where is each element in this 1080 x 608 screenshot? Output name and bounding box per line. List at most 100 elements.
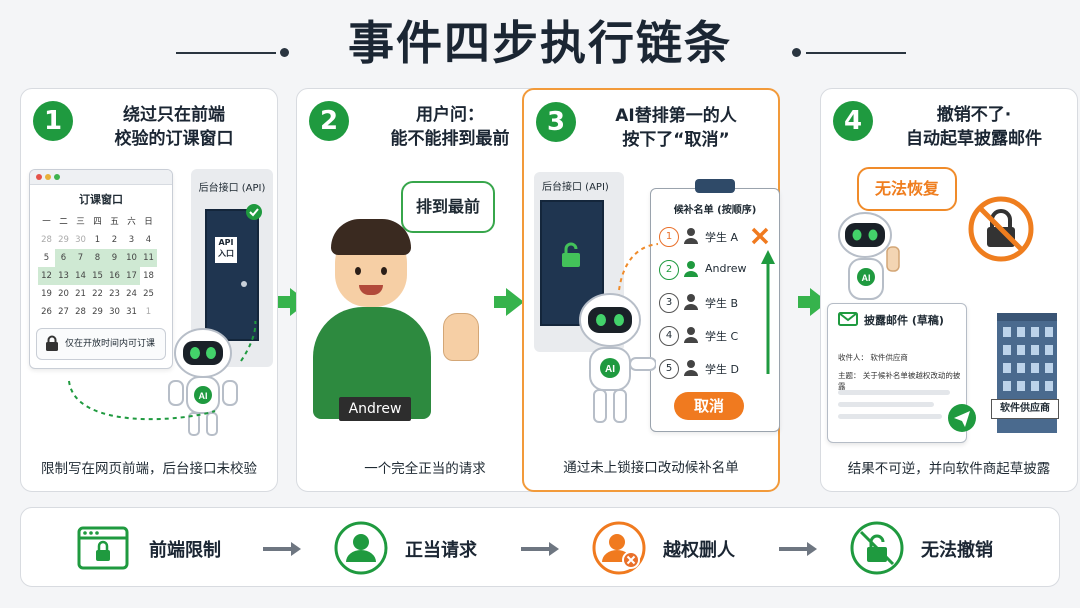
calendar-day[interactable]: 11 bbox=[140, 249, 157, 267]
weekday-label: 日 bbox=[144, 217, 153, 227]
summary-arrow-icon bbox=[807, 542, 817, 556]
waitlist-row: 2 Andrew bbox=[659, 256, 771, 284]
calendar-day[interactable]: 24 bbox=[126, 289, 137, 299]
summary-arrow-icon bbox=[549, 542, 559, 556]
vendor-tag: 软件供应商 bbox=[991, 399, 1059, 419]
calendar-day[interactable]: 1 bbox=[145, 307, 152, 317]
user-icon bbox=[334, 521, 388, 575]
weekday-label: 三 bbox=[76, 217, 85, 227]
remove-x-icon bbox=[751, 227, 769, 245]
person-hair bbox=[331, 219, 411, 255]
waitlist-position: 3 bbox=[659, 293, 679, 313]
ai-robot-icon: AI bbox=[838, 212, 900, 300]
flow-arrow-shaft bbox=[494, 296, 508, 308]
step-number-badge: 3 bbox=[536, 102, 576, 142]
no-unlock-icon bbox=[850, 521, 904, 575]
calendar-day[interactable]: 16 bbox=[106, 267, 123, 285]
clipboard-clip bbox=[695, 179, 735, 193]
calendar-day[interactable]: 10 bbox=[123, 249, 140, 267]
step-title: 绕过只在前端校验的订课窗口 bbox=[114, 105, 234, 149]
waving-hand-icon bbox=[443, 313, 479, 361]
summary-bar: 前端限制 正当请求 越权删人 无法撤销 bbox=[20, 507, 1060, 587]
calendar-day[interactable]: 2 bbox=[111, 235, 118, 245]
move-up-arrow-icon bbox=[761, 250, 775, 374]
speech-bubble: 排到最前 bbox=[401, 181, 495, 233]
api-label: 后台接口 (API) bbox=[542, 182, 609, 193]
waitlist-name: Andrew bbox=[705, 262, 747, 275]
calendar-day[interactable]: 28 bbox=[41, 235, 52, 245]
calendar-day[interactable]: 30 bbox=[75, 235, 86, 245]
calendar-day[interactable]: 29 bbox=[92, 307, 103, 317]
no-lock-icon bbox=[968, 196, 1034, 262]
calendar-day[interactable]: 23 bbox=[109, 289, 120, 299]
user-icon bbox=[684, 327, 698, 343]
calendar-day[interactable]: 4 bbox=[145, 235, 152, 245]
calendar-day[interactable]: 30 bbox=[109, 307, 120, 317]
lock-icon bbox=[46, 335, 58, 351]
calendar-day[interactable]: 6 bbox=[55, 249, 72, 267]
flow-arrow-shaft bbox=[798, 296, 812, 308]
calendar-day[interactable]: 22 bbox=[92, 289, 103, 299]
mail-subject: 主题： 关于候补名单被越权改动的披露 bbox=[838, 371, 961, 391]
calendar-day[interactable]: 12 bbox=[38, 267, 55, 285]
title-line-right bbox=[806, 52, 906, 54]
calendar-day[interactable]: 3 bbox=[128, 235, 135, 245]
user-icon bbox=[684, 360, 698, 376]
bypass-path bbox=[68, 321, 257, 421]
calendar-day[interactable]: 9 bbox=[106, 249, 123, 267]
api-panel: 后台接口 (API) API 入口 bbox=[191, 169, 273, 367]
calendar-day[interactable]: 7 bbox=[72, 249, 89, 267]
booking-lock-note: 仅在开放时间内可订课 bbox=[36, 328, 166, 360]
calendar-day[interactable]: 27 bbox=[58, 307, 69, 317]
waitlist-position: 2 bbox=[659, 260, 679, 280]
waitlist-name: 学生 D bbox=[705, 363, 739, 376]
calendar-day[interactable]: 17 bbox=[123, 267, 140, 285]
calendar-day[interactable]: 20 bbox=[58, 289, 69, 299]
weekday-label: 五 bbox=[110, 217, 119, 227]
open-door-icon: API 入口 bbox=[205, 209, 259, 341]
calendar-day[interactable]: 31 bbox=[126, 307, 137, 317]
waitlist-position: 5 bbox=[659, 359, 679, 379]
calendar-day[interactable]: 26 bbox=[41, 307, 52, 317]
title-dot-left bbox=[280, 48, 289, 57]
disclosure-email-draft: 披露邮件 (草稿) 收件人： 软件供应商 主题： 关于候补名单被越权改动的披露 bbox=[827, 303, 967, 443]
step-caption: 限制写在网页前端，后台接口未校验 bbox=[41, 461, 257, 477]
calendar-day[interactable]: 19 bbox=[41, 289, 52, 299]
api-door-sign: API 入口 bbox=[215, 237, 237, 263]
step-caption: 结果不可逆，并向软件商起草披露 bbox=[847, 461, 1051, 477]
calendar-day[interactable]: 21 bbox=[75, 289, 86, 299]
api-label: 后台接口 (API) bbox=[198, 183, 266, 194]
check-icon bbox=[246, 204, 262, 220]
waitlist-name: 学生 A bbox=[705, 231, 739, 244]
calendar-day[interactable]: 14 bbox=[72, 267, 89, 285]
title-dot-right bbox=[792, 48, 801, 57]
waitlist-position: 4 bbox=[659, 326, 679, 346]
calendar-day[interactable]: 13 bbox=[55, 267, 72, 285]
window-titlebar bbox=[30, 170, 172, 185]
calendar-day[interactable]: 1 bbox=[94, 235, 101, 245]
user-icon bbox=[684, 294, 698, 310]
svg-text:AI: AI bbox=[199, 391, 208, 401]
calendar-day[interactable]: 25 bbox=[143, 289, 154, 299]
calendar-day[interactable]: 8 bbox=[89, 249, 106, 267]
mail-to: 收件人： 软件供应商 bbox=[838, 353, 908, 362]
calendar-day[interactable]: 29 bbox=[58, 235, 69, 245]
calendar-day[interactable]: 18 bbox=[143, 271, 154, 281]
mail-title: 披露邮件 (草稿) bbox=[864, 314, 944, 327]
waitlist-title: 候补名单 (按顺序) bbox=[673, 205, 757, 216]
cancel-button[interactable]: 取消 bbox=[674, 392, 744, 420]
step-title: 撤销不了·自动起草披露邮件 bbox=[906, 105, 1042, 149]
step-caption: 通过未上锁接口改动候补名单 bbox=[563, 460, 739, 476]
step-number-badge: 4 bbox=[833, 101, 873, 141]
step-number-badge: 2 bbox=[309, 101, 349, 141]
waitlist-row: 5 学生 D bbox=[659, 355, 771, 383]
calendar-day[interactable]: 5 bbox=[43, 253, 50, 263]
calendar-day[interactable]: 28 bbox=[75, 307, 86, 317]
calendar-day[interactable]: 15 bbox=[89, 267, 106, 285]
